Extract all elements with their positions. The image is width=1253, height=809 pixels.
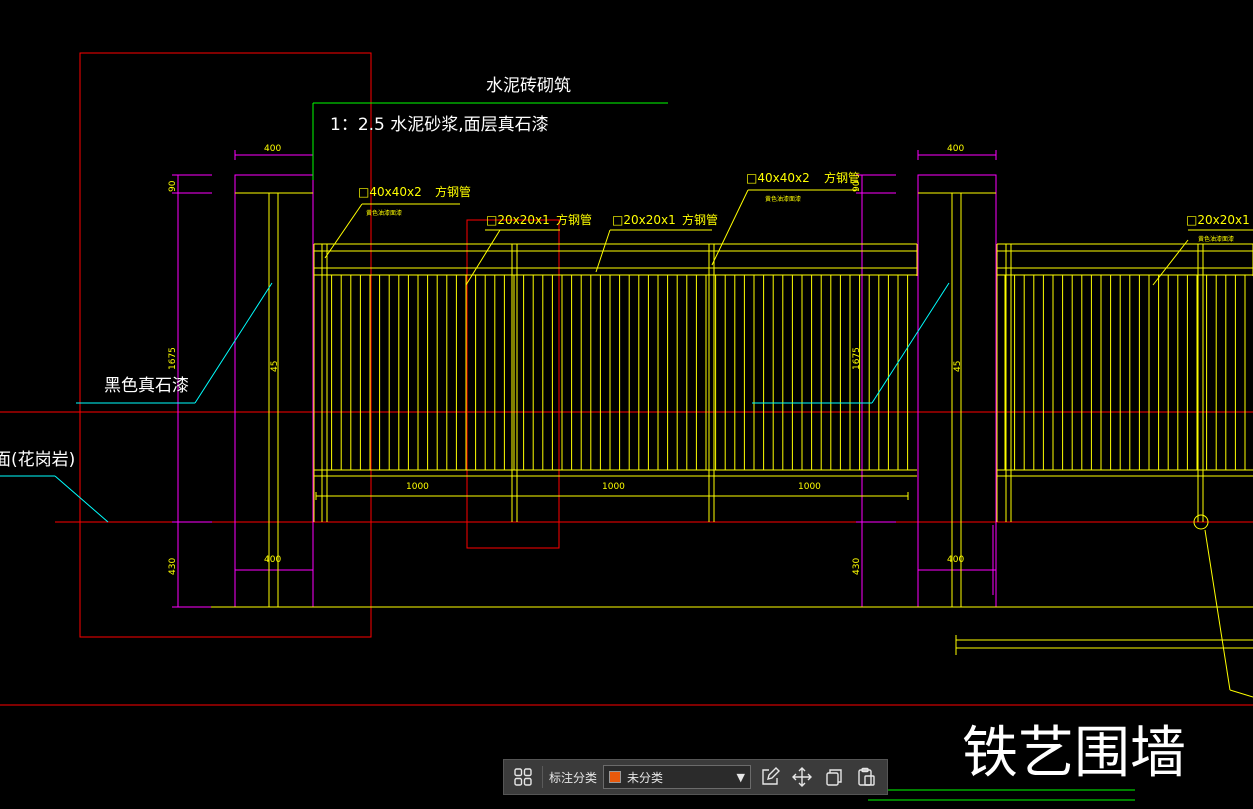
pipe-20-right-label: □20x20x1 [1186,213,1250,227]
black-paint-label: 黑色真石漆 [104,376,189,396]
pipe-20-a-suffix: 方钢管 [556,212,592,227]
pipe-40-left-suffix: 方钢管 [435,184,471,199]
mortar-label: 1：2.5 水泥砂浆,面层真石漆 [330,115,549,135]
small-note-3: 黄色油漆面漆 [1198,235,1234,243]
dim-90-left: 90 [168,180,178,192]
cyan-leaders [0,282,950,523]
pipe-40-left-label: □40x40x2 [358,185,422,199]
copy-icon[interactable] [821,764,847,790]
dim-400-top-right: 400 [947,144,964,154]
dim-center-left: 45 [270,361,280,372]
paste-icon[interactable] [853,764,879,790]
chevron-down-icon: ▼ [736,770,746,784]
fence-panels [313,243,1253,522]
edit-icon[interactable] [757,764,783,790]
move-icon[interactable] [789,764,815,790]
granite-label: 面(花岗岩) [0,450,75,470]
dim-430-right: 430 [852,558,862,575]
masonry-label: 水泥砖砌筑 [486,76,571,96]
small-note-2: 黄色油漆面漆 [765,195,801,203]
dim-400-top-left: 400 [264,144,281,154]
dim-430-left: 430 [168,558,178,575]
mortar-leader [312,102,1135,801]
dim-90-right: 90 [852,180,862,192]
category-color-swatch [609,771,622,783]
category-select[interactable]: 未分类 ▼ [603,765,752,789]
pipe-40-mid-label: □40x40x2 [746,171,810,185]
dim-400-bottom-left: 400 [264,555,281,565]
small-note-1: 黄色油漆面漆 [366,209,402,217]
dim-1675-left: 1675 [168,347,178,370]
annotation-toolbar: 标注分类 未分类 ▼ [503,759,888,795]
dim-1675-right: 1675 [852,347,862,370]
pipe-20-a-label: □20x20x1 [486,213,550,227]
category-label: 标注分类 [549,770,598,785]
red-guide-lines [0,52,1253,706]
drawing-title: 铁艺围墙 [962,721,1186,786]
dim-center-right: 45 [953,361,963,372]
dim-1000-a: 1000 [406,482,429,492]
grid-icon[interactable] [510,764,536,790]
pillar-centers [211,192,1253,698]
pipe-leaders [324,189,1253,286]
dim-1000-b: 1000 [602,482,625,492]
pipe-40-mid-suffix: 方钢管 [824,170,860,185]
toolbar-divider [542,766,543,788]
dim-1000-c: 1000 [798,482,821,492]
pipe-20-b-suffix: 方钢管 [682,212,718,227]
dim-400-bottom-right: 400 [947,555,964,565]
pipe-20-b-label: □20x20x1 [612,213,676,227]
category-select-value: 未分类 [627,770,664,785]
